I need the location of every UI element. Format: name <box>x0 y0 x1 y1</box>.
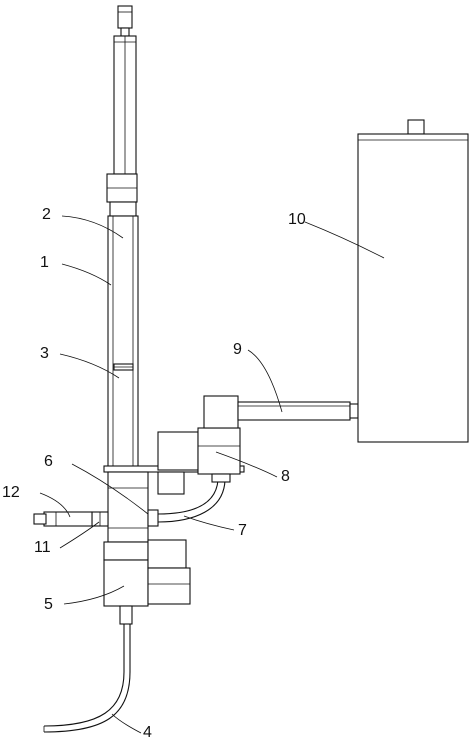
part-5-lower-block <box>103 539 191 625</box>
label-2: 2 <box>42 206 51 223</box>
piston-rod <box>113 27 137 175</box>
label-11: 11 <box>34 539 51 556</box>
part-4-cable <box>43 624 131 733</box>
part-1-cylinder-tube <box>107 215 139 469</box>
label-6: 6 <box>44 453 53 470</box>
part-10-tank <box>357 119 469 443</box>
part-11-fitting <box>91 511 109 527</box>
label-9: 9 <box>233 341 242 358</box>
label-5: 5 <box>44 596 53 613</box>
upper-solenoid-valve <box>157 427 241 495</box>
part-12-sensor <box>33 511 93 527</box>
label-3: 3 <box>40 345 49 362</box>
label-7: 7 <box>238 522 247 539</box>
leader-lines <box>39 215 385 734</box>
part-9-pipe <box>203 395 359 429</box>
label-12: 12 <box>2 484 20 501</box>
label-4: 4 <box>143 724 152 741</box>
rod-top-cap <box>117 5 133 29</box>
valve-body <box>107 471 149 543</box>
label-10: 10 <box>288 211 306 228</box>
label-8: 8 <box>281 468 290 485</box>
label-1: 1 <box>40 254 49 271</box>
rod-collar <box>106 173 138 217</box>
part-3-piston <box>113 363 134 371</box>
part-6-fitting <box>147 509 159 527</box>
part-7-tube <box>157 479 226 523</box>
